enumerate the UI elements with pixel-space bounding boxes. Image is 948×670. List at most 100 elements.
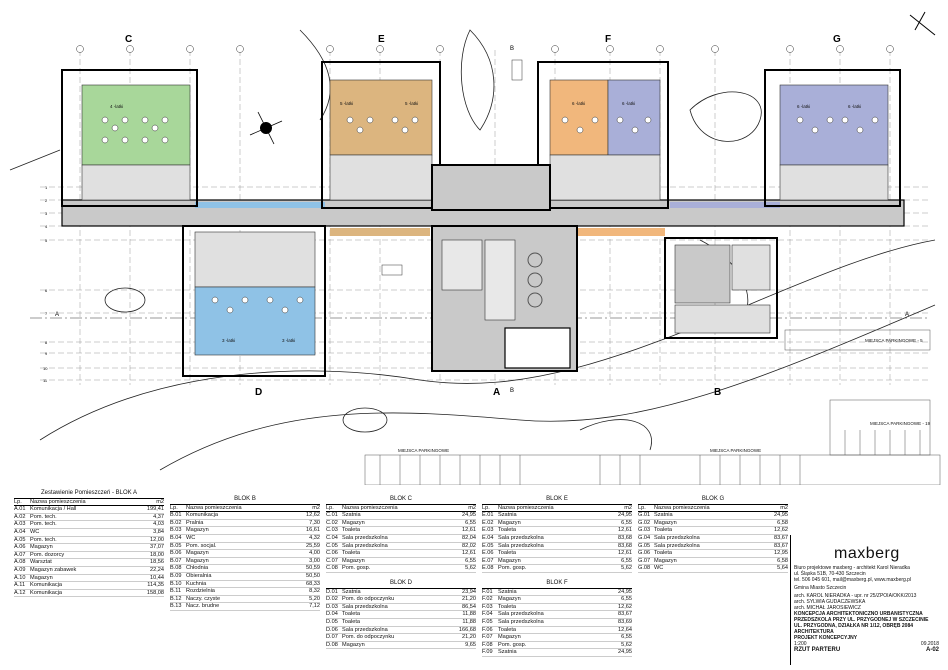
table-cell: 6,55 (621, 634, 632, 641)
table-cell: 50,50 (306, 572, 320, 579)
table-cell: 50,59 (306, 565, 320, 572)
svg-text:4: 4 (45, 224, 48, 229)
section-label: B (510, 388, 514, 394)
table-cell: F.04 (482, 611, 493, 618)
table-cell: 4,32 (309, 534, 320, 541)
table-cell: A.09 (14, 566, 26, 573)
column-label: D (255, 387, 262, 398)
table-cell: Pom. gosp. (498, 641, 527, 648)
table-cell: G.01 (638, 512, 651, 519)
table-cell: Pralnia (186, 519, 204, 526)
table-cell: Toaleta (498, 550, 517, 557)
room-label: 6 -latki (797, 104, 810, 109)
table-cell: 4,37 (153, 513, 164, 520)
table-cell: D.05 (326, 618, 338, 625)
table-cell: 12,64 (618, 626, 632, 633)
table-cell: Pom. do odpoczynku (342, 596, 395, 603)
table-cell: 199,41 (146, 506, 164, 513)
table-cell: 6,55 (465, 519, 476, 526)
tree-icon (249, 111, 283, 145)
table-row: A.09 Magazyn zabawek 22,24 (14, 567, 164, 575)
table-cell: A.03 (14, 521, 26, 528)
room-label: 6 -latki (572, 101, 585, 106)
table-cell: Pom. tech. (30, 536, 57, 543)
table-cell: 16,61 (306, 527, 320, 534)
table-cell: 9,65 (465, 641, 476, 648)
table-cell: F.03 (482, 603, 493, 610)
table-cell: Magazyn zabawek (30, 566, 77, 573)
table-cell: G.08 (638, 565, 651, 572)
table-cell: Magazyn (30, 544, 53, 551)
table-cell: 83,67 (774, 542, 788, 549)
room-label: 3 -latki (222, 338, 235, 343)
block-e (321, 61, 441, 209)
table-cell: Sala przedszkolna (654, 534, 700, 541)
block-d (182, 225, 326, 377)
table-cell: Kuchnia (186, 580, 207, 587)
table-cell: 12,00 (150, 536, 164, 543)
table-cell: 86,54 (462, 603, 476, 610)
table-cell: Magazyn (186, 527, 209, 534)
table-cell: Warsztat (30, 559, 52, 566)
table-cell: Pom. tech. (30, 521, 57, 528)
table-cell: WC (30, 528, 40, 535)
table-title: BLOK F (482, 580, 632, 589)
column-label: A (493, 387, 500, 398)
table-cell: F.08 (482, 641, 493, 648)
table-cell: B.10 (170, 580, 182, 587)
table-cell: B.05 (170, 542, 182, 549)
table-cell: Magazyn (498, 596, 521, 603)
table-cell: 25,59 (306, 542, 320, 549)
table-cell: Toaleta (498, 626, 517, 633)
svg-text:1: 1 (45, 185, 48, 190)
section-label: B (510, 46, 514, 52)
table-cell: 23,94 (462, 588, 476, 595)
room-label: 5 -latki (405, 101, 418, 106)
table-cell: 3,84 (153, 528, 164, 535)
table-cell: D.02 (326, 596, 338, 603)
table-cell: 82,04 (462, 534, 476, 541)
table-cell: Komunikacja (30, 582, 63, 589)
table-cell: E.03 (482, 527, 494, 534)
table-cell: 82,02 (462, 542, 476, 549)
table-cell: A.04 (14, 528, 26, 535)
table-cell: 22,24 (150, 566, 164, 573)
parking-label: MIEJSCA PARKINGOWE (398, 448, 449, 453)
table-cell: G.02 (638, 519, 651, 526)
table-cell: Sala przedszkolna (342, 534, 388, 541)
table-cell: Komunikacja (30, 589, 63, 596)
table-cell: Toaleta (654, 550, 673, 557)
table-cell: Sala przedszkolna (498, 611, 544, 618)
table-cell: B.03 (170, 527, 182, 534)
column-label: F (605, 34, 611, 45)
column-label: C (125, 34, 132, 45)
table-cell: 24,95 (462, 512, 476, 519)
table-cell: 11,88 (462, 618, 476, 625)
table-cell: Toaleta (342, 550, 361, 557)
table-cell: C.02 (326, 519, 338, 526)
table-cell: 18,56 (150, 559, 164, 566)
table-cell: Sala przedszkolna (342, 603, 388, 610)
table-cell: Toaleta (342, 618, 361, 625)
table-cell: 21,20 (462, 634, 476, 641)
